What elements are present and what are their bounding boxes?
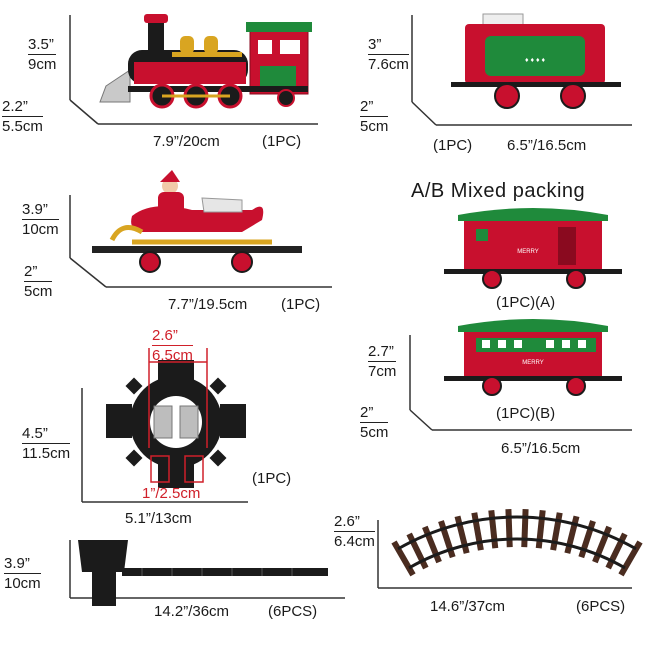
connector-top-width: 2.6” 6.5cm [152,327,193,364]
track-connector-illustration [106,360,246,488]
sleigh-car-height-in: 3.9” [22,201,59,220]
passenger-car-b-qty: (1PC)(B) [496,405,556,422]
curved-track-tie [535,510,546,549]
curved-track-tie [438,520,456,559]
gift-car-height-in: 3” [368,36,409,55]
straight-track-height-cm: 10cm [4,575,41,592]
passenger-car-length: 6.5”/16.5cm [501,440,581,457]
sleigh-car-illustration [92,170,302,273]
svg-text:♦ ♦ ♦ ♦: ♦ ♦ ♦ ♦ [525,57,546,64]
connector-height-cm: 11.5cm [22,445,71,462]
curved-track-tie [592,525,612,564]
sleigh-car-height: 3.9” 10cm [22,201,59,238]
gift-car-illustration: ♦ ♦ ♦ ♦ [451,13,621,109]
curved-track-tie [454,515,470,554]
connector-top-cm: 6.5cm [152,347,193,364]
sleigh-car-qty: (1PC) [281,296,321,313]
locomotive-height: 3.5” 9cm [28,36,57,73]
connector-bottom-width: 1”/2.5cm [142,485,201,502]
gift-car-depth-cm: 5cm [360,118,389,135]
connector-top-in: 2.6” [152,327,193,346]
curved-track-height-in: 2.6” [334,513,375,532]
curved-track-length: 14.6”/37cm [430,598,506,615]
straight-track-length: 14.2”/36cm [154,603,230,620]
curved-track-illustration [391,509,643,577]
straight-track-height: 3.9” 10cm [4,555,41,592]
curved-track-tie [406,532,429,570]
passenger-car-depth: 2” 5cm [360,404,389,441]
passenger-car-height-in: 2.7” [368,343,397,362]
passenger-car-depth-in: 2” [360,404,389,423]
curved-track-tie [505,509,513,548]
curved-track-tie [488,510,499,549]
passenger-car-a-qty: (1PC)(A) [496,294,556,311]
connector-height: 4.5” 11.5cm [22,425,71,462]
svg-text:MERRY: MERRY [522,360,544,366]
curved-track-tie [578,520,596,559]
gift-car-height: 3” 7.6cm [368,36,409,73]
passenger-car-height-cm: 7cm [368,363,397,380]
curved-track-tie [422,525,442,564]
curved-track-tie [605,532,628,570]
gift-car-qty: (1PC) [433,137,473,154]
curved-track-qty: (6PCS) [576,598,626,615]
connector-red-dimensions [148,348,208,483]
svg-text:MERRY: MERRY [517,249,539,255]
passenger-car-b-illustration: MERRY [444,319,622,396]
curved-track-tie [471,512,484,551]
curved-track-height: 2.6” 6.4cm [334,513,375,550]
sleigh-car-depth-cm: 5cm [24,283,53,300]
straight-track-illustration [78,540,328,606]
gift-car-depth-in: 2” [360,98,389,117]
curved-track-tie [391,540,416,577]
connector-height-in: 4.5” [22,425,71,444]
connector-width: 5.1”/13cm [125,510,192,527]
locomotive-height-in: 3.5” [28,36,57,55]
curved-track-tie [521,509,529,548]
curved-track-tie [618,540,643,577]
sleigh-car-depth: 2” 5cm [24,263,53,300]
sleigh-car-depth-in: 2” [24,263,53,282]
locomotive-height-cm: 9cm [28,56,57,73]
connector-qty: (1PC) [252,470,292,487]
locomotive-depth-in: 2.2” [2,98,43,117]
curved-track-rail [408,537,626,570]
passenger-car-height: 2.7” 7cm [368,343,397,380]
locomotive-length: 7.9”/20cm [153,133,220,150]
curved-track-tie [550,512,563,551]
mixed-packing-heading: A/B Mixed packing [411,180,586,202]
gift-car-depth: 2” 5cm [360,98,389,135]
straight-track-qty: (6PCS) [268,603,318,620]
locomotive-qty: (1PC) [262,133,302,150]
locomotive-illustration [99,14,312,109]
straight-track-height-in: 3.9” [4,555,41,574]
passenger-car-depth-cm: 5cm [360,424,389,441]
locomotive-depth-cm: 5.5cm [2,118,43,135]
curved-track-height-cm: 6.4cm [334,533,375,550]
gift-car-length: 6.5”/16.5cm [507,137,587,154]
curved-track-tie [564,515,580,554]
gift-car-height-cm: 7.6cm [368,56,409,73]
locomotive-depth: 2.2” 5.5cm [2,98,43,135]
sleigh-car-length: 7.7”/19.5cm [168,296,248,313]
sleigh-car-height-cm: 10cm [22,221,59,238]
curved-track-rail [397,515,637,551]
passenger-car-a-illustration: MERRY [444,208,622,289]
